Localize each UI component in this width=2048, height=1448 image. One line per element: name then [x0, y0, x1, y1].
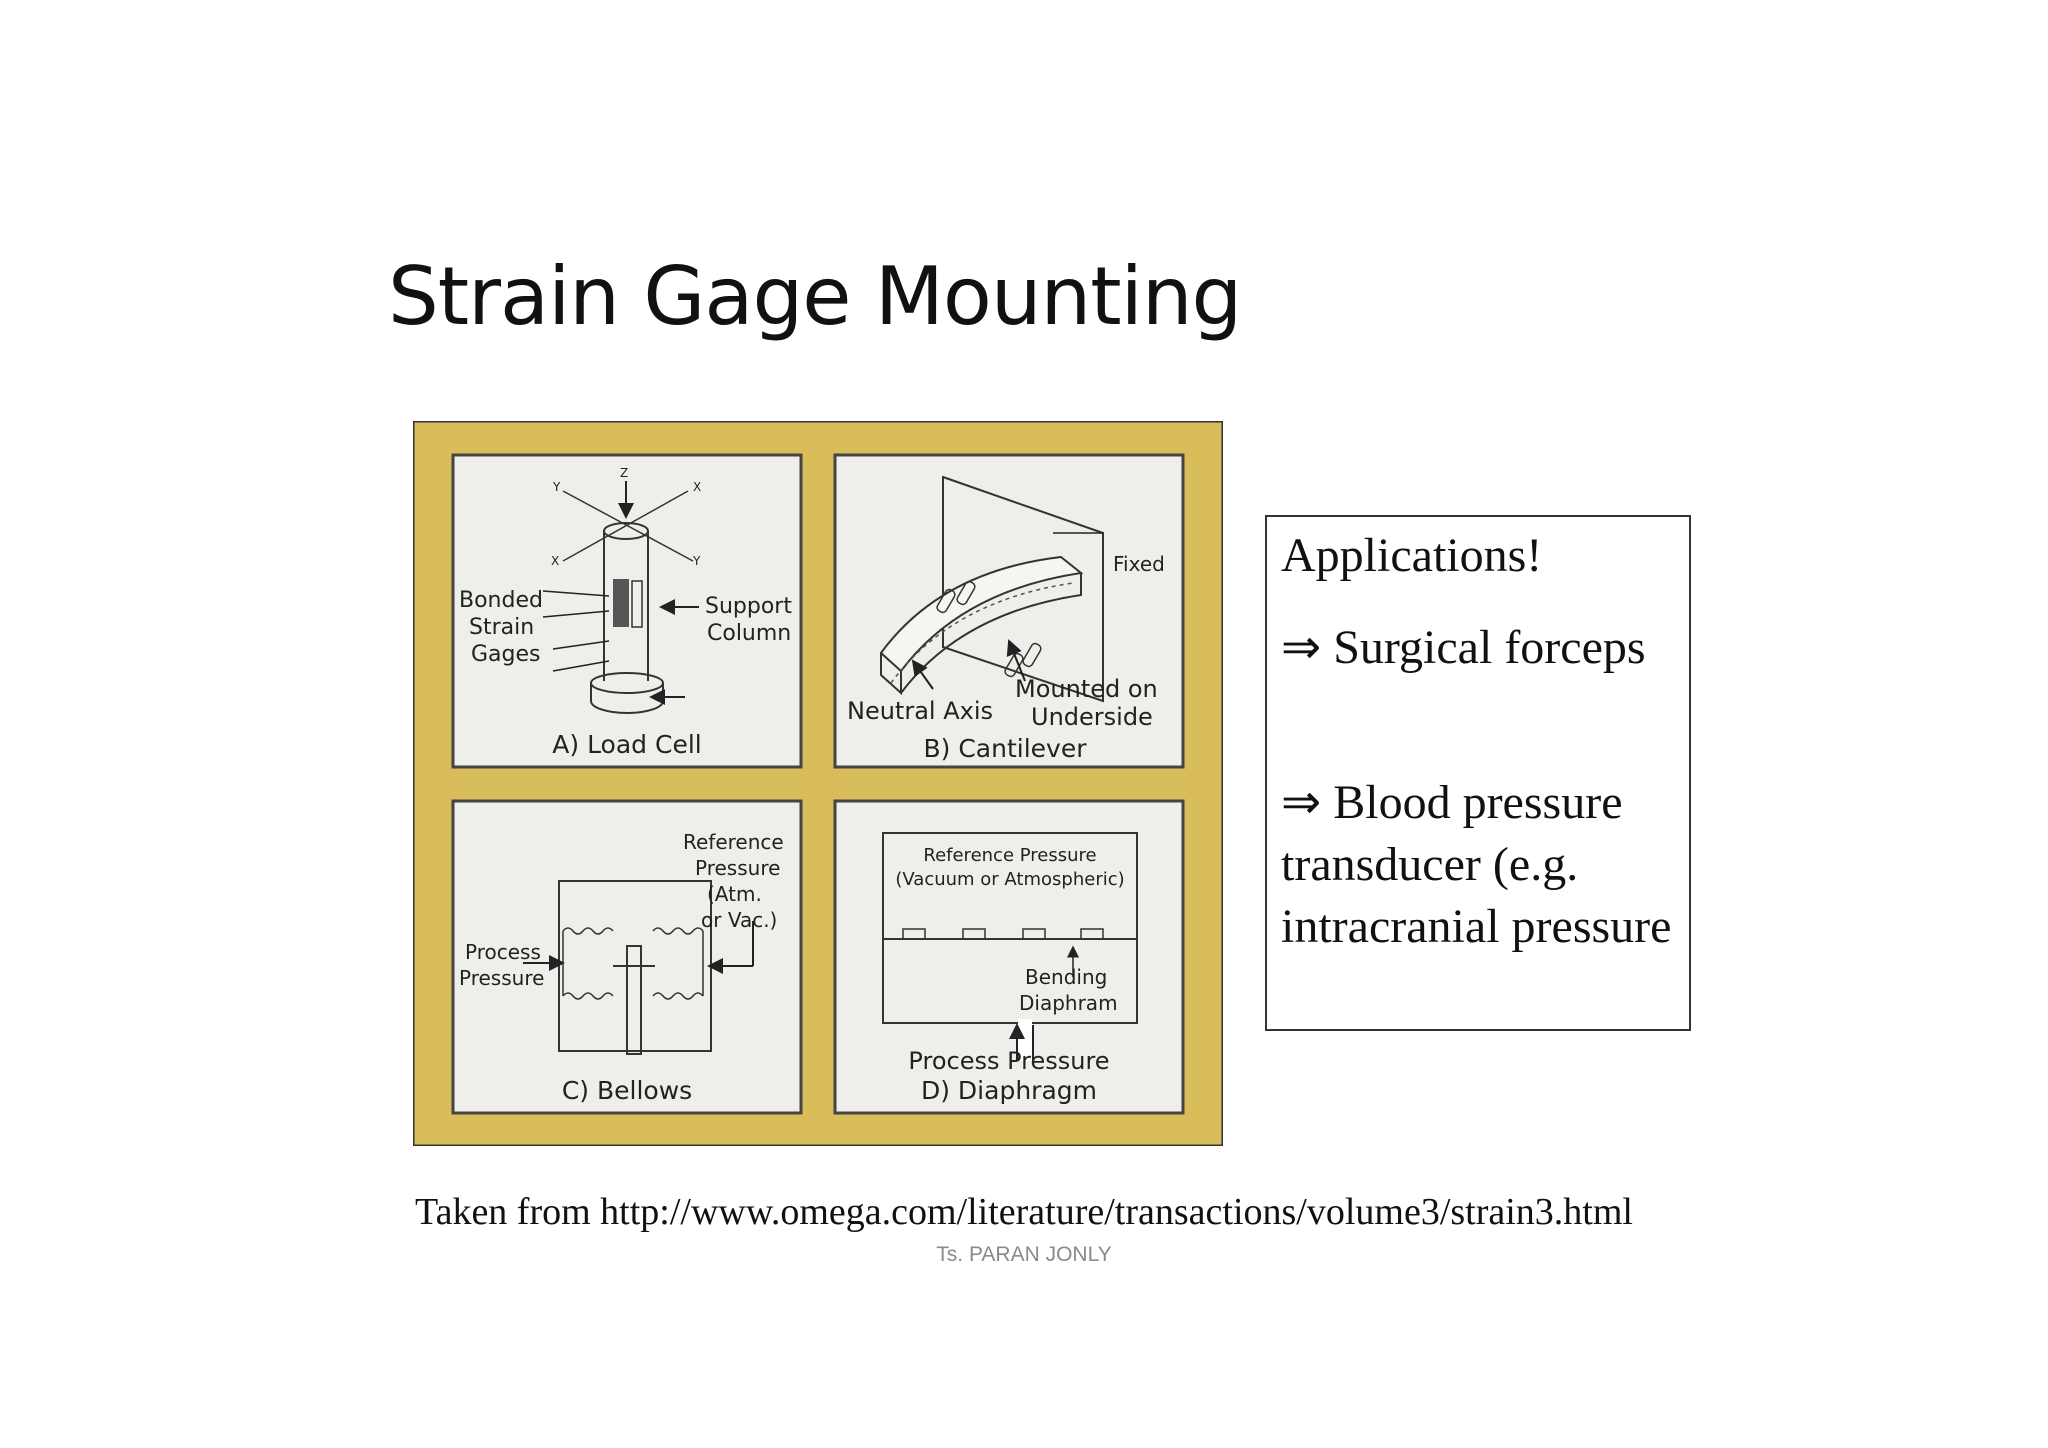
panel-diaphragm: Reference Pressure (Vacuum or Atmospheri…	[833, 799, 1185, 1115]
panel-caption: D) Diaphragm	[921, 1076, 1097, 1105]
label-process: Process	[465, 940, 541, 964]
axis-label: X	[551, 554, 559, 568]
label-strain: Strain	[469, 615, 534, 640]
label-diaphram: Diaphram	[1019, 991, 1118, 1015]
label-mounted-on: Mounted on	[1015, 675, 1158, 703]
source-citation: Taken from http://www.omega.com/literatu…	[415, 1191, 1633, 1233]
label-column: Column	[707, 621, 791, 646]
label-neutral-axis: Neutral Axis	[847, 697, 993, 725]
implies-arrow-icon: ⇒	[1281, 776, 1322, 829]
applications-heading: Applications!	[1281, 529, 1543, 582]
label-vacuum-or-atmospheric: (Vacuum or Atmospheric)	[895, 869, 1124, 890]
application-item-text: Blood pressure transducer (e.g. intracra…	[1281, 776, 1672, 953]
panel-load-cell: Z Y X X Y Bonded Strain Gages Support Co…	[451, 453, 803, 769]
label-bonded: Bonded	[459, 588, 543, 613]
axis-label: X	[693, 480, 701, 494]
slide-title: Strain Gage Mounting	[388, 250, 1242, 343]
label-pressure: Pressure	[695, 856, 780, 880]
figure-svg: Z Y X X Y Bonded Strain Gages Support Co…	[411, 419, 1225, 1148]
panel-bellows: Reference Pressure (Atm. or Vac.) Proces…	[451, 799, 803, 1115]
application-item-text: Surgical forceps	[1333, 621, 1646, 674]
panel-caption: C) Bellows	[562, 1076, 692, 1105]
label-process-pressure: Pressure	[459, 966, 544, 990]
label-atm: (Atm.	[707, 882, 762, 906]
strain-gage-figure: Z Y X X Y Bonded Strain Gages Support Co…	[411, 419, 1225, 1148]
slide-footer: Ts. PARAN JONLY	[936, 1243, 1112, 1266]
label-process-pressure: Process Pressure	[908, 1047, 1109, 1075]
label-bending: Bending	[1025, 965, 1107, 989]
label-gages: Gages	[471, 642, 541, 667]
applications-box: Applications! ⇒ Surgical forceps ⇒ Blood…	[1265, 515, 1691, 1031]
label-reference-pressure: Reference Pressure	[923, 845, 1096, 866]
panel-caption: B) Cantilever	[923, 734, 1087, 763]
axis-label: Y	[692, 554, 701, 568]
label-fixed: Fixed	[1113, 552, 1165, 576]
panel-caption: A) Load Cell	[552, 730, 701, 759]
label-or-vac: or Vac.)	[701, 908, 777, 932]
application-item-blood-pressure: ⇒ Blood pressure transducer (e.g. intrac…	[1281, 772, 1691, 958]
label-support: Support	[705, 594, 792, 619]
axis-label: Y	[552, 480, 561, 494]
panel-cantilever: Fixed Neutral Axis Mounted on Underside …	[833, 453, 1185, 769]
label-underside: Underside	[1031, 703, 1153, 731]
application-item-surgical-forceps: ⇒ Surgical forceps	[1281, 617, 1691, 679]
axis-label: Z	[620, 466, 628, 480]
implies-arrow-icon: ⇒	[1281, 621, 1322, 674]
label-reference: Reference	[683, 830, 784, 854]
